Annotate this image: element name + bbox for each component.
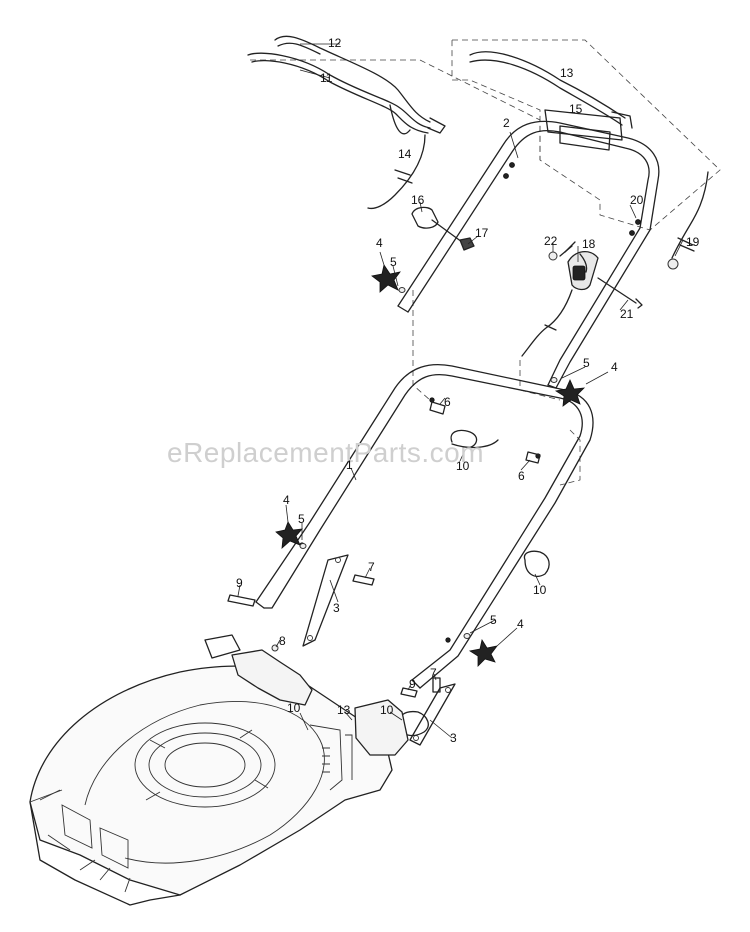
assembly-outlines: [250, 39, 721, 486]
callout-7b: 7: [430, 666, 437, 680]
callout-13: 13: [560, 66, 574, 80]
mower-deck: [29, 634, 409, 906]
callout-4a: 4: [376, 236, 383, 250]
callout-11: 11: [320, 71, 333, 85]
callout-10c: 10: [287, 701, 301, 715]
callout-4c: 4: [283, 493, 290, 507]
handle-knobs: [275, 263, 586, 667]
callout-17: 17: [475, 226, 489, 240]
callout-13b: 13: [337, 703, 351, 717]
bail-bar-assembly: [247, 35, 446, 135]
callout-10d: 10: [380, 703, 394, 717]
callout-12: 12: [328, 36, 342, 50]
callout-16: 16: [411, 193, 425, 207]
callout-labels: 12 11 13 15 2 14 16 17 20 22 18 19 4 5 2…: [236, 36, 700, 745]
control-cable-14: [367, 134, 426, 210]
callout-21: 21: [620, 307, 634, 321]
cable-bracket: [411, 206, 475, 251]
watermark-text: eReplacementParts.com: [167, 437, 484, 468]
callout-9b: 9: [409, 677, 416, 691]
leader-lines: [237, 43, 684, 739]
callout-10b: 10: [533, 583, 547, 597]
handle-fasteners: [227, 401, 541, 698]
callout-8: 8: [279, 634, 286, 648]
control-bar-assembly: [469, 51, 633, 151]
callout-18: 18: [582, 237, 596, 251]
lower-handle: [255, 363, 594, 689]
callout-10a: 10: [456, 459, 470, 473]
callout-15: 15: [569, 102, 583, 116]
callout-14: 14: [398, 147, 412, 161]
callout-2: 2: [503, 116, 510, 130]
callout-5a: 5: [390, 255, 397, 269]
callout-3b: 3: [450, 731, 457, 745]
callout-20: 20: [630, 193, 644, 207]
callout-22: 22: [544, 234, 558, 248]
handle-links: [302, 554, 456, 746]
callout-5c: 5: [298, 512, 305, 526]
speed-control: [521, 171, 709, 357]
callout-6b: 6: [518, 469, 525, 483]
callout-5d: 5: [490, 613, 497, 627]
callout-6a: 6: [444, 395, 451, 409]
callout-19: 19: [686, 235, 700, 249]
callout-3a: 3: [333, 601, 340, 615]
upper-handle: [397, 120, 660, 389]
callout-5b: 5: [583, 356, 590, 370]
callout-1: 1: [346, 458, 353, 472]
callout-4d: 4: [517, 617, 524, 631]
callout-9a: 9: [236, 576, 243, 590]
callout-7a: 7: [368, 560, 375, 574]
callout-4b: 4: [611, 360, 618, 374]
